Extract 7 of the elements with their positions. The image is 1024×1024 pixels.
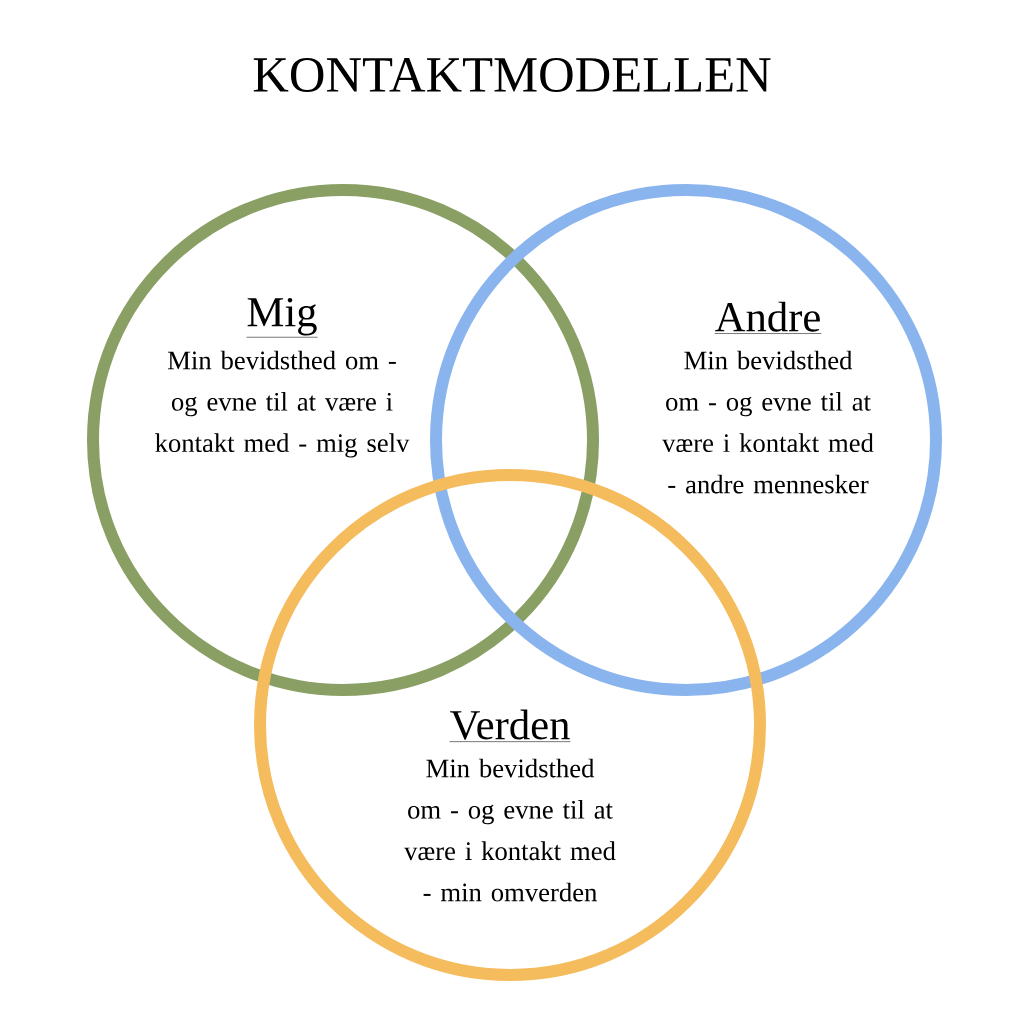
title: KONTAKTMODELLEN (253, 57, 771, 92)
circle-description: Min bevidsthed om - og evne til at være i kontakt med - mig selv (155, 350, 410, 458)
circle-heading: Andre (714, 301, 822, 334)
circle-description: Min bevidsthed om - og evne til at være i kontakt med - andre mennesker (662, 350, 874, 494)
circle-heading: Mig (246, 297, 318, 338)
circle-heading: Verden (449, 709, 571, 742)
circle-description: Min bevidsthed om - og evne til at være i kontakt med - min omverden (404, 758, 616, 902)
